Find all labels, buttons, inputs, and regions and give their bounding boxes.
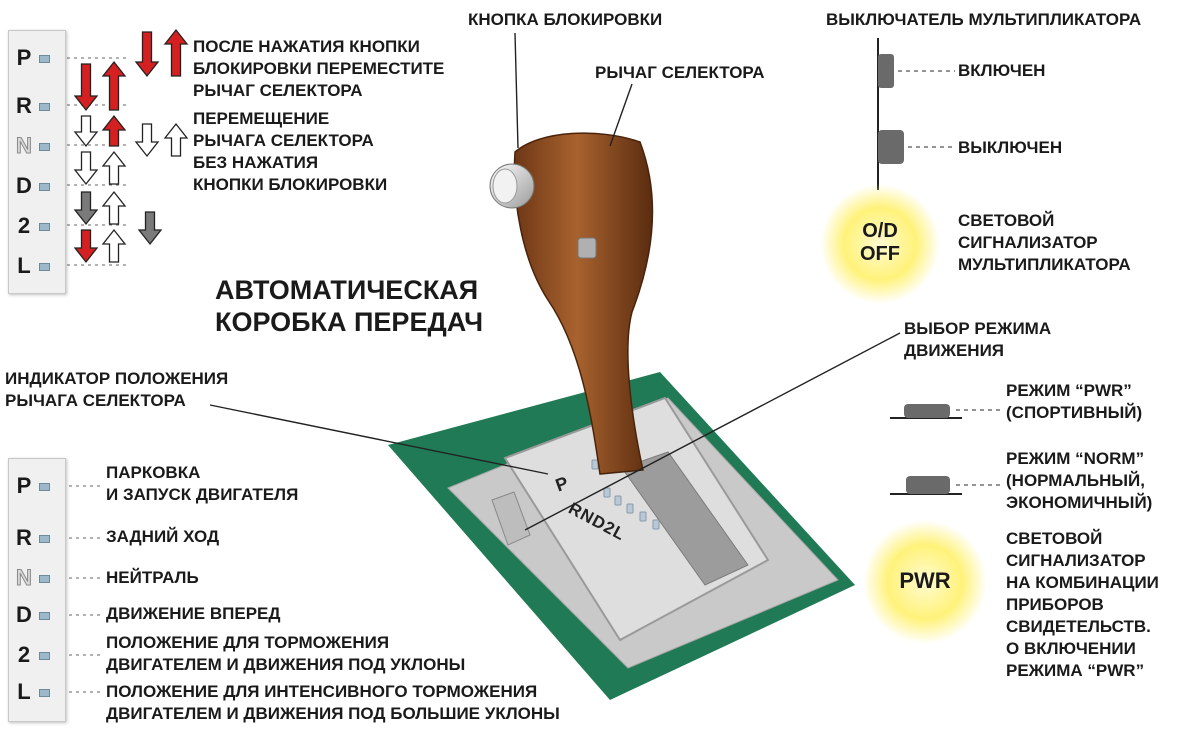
gear-panel-top: P R N D 2 L <box>8 30 66 294</box>
gear-indicator-icon <box>39 183 50 192</box>
arrow-up-outline-icon <box>101 190 127 225</box>
gear-p: P <box>9 45 53 71</box>
gear-indicator-icon <box>39 103 50 112</box>
od-lamp-line1: O/D <box>862 220 898 242</box>
arrow-up-red-icon <box>163 28 189 77</box>
arrow-down-outline-icon <box>73 151 99 186</box>
label-selector-lever: РЫЧАГ СЕЛЕКТОРА <box>595 63 765 82</box>
od-switch-on <box>878 54 894 88</box>
arrow-down-grey-icon <box>137 211 163 246</box>
selector-lever <box>513 132 654 475</box>
gear-indicator-icon <box>39 535 50 544</box>
pwr-lamp: PWR <box>899 568 951 593</box>
label-od-lamp: СВЕТОВОЙ СИГНАЛИЗАТОР МУЛЬТИПЛИКАТОРА <box>958 211 1131 274</box>
gear-r: R <box>9 93 53 119</box>
arrow-up-outline-icon <box>163 122 189 157</box>
arrow-down-grey-icon <box>73 191 99 226</box>
arrow-down-red-icon <box>134 31 160 78</box>
gear-indicator-icon <box>39 143 50 152</box>
legend-second: ПОЛОЖЕНИЕ ДЛЯ ТОРМОЖЕНИЯ ДВИГАТЕЛЕМ И ДВ… <box>106 633 466 674</box>
legend-drive: ДВИЖЕНИЕ ВПЕРЕД <box>106 604 281 623</box>
gear-indicator-icon <box>39 263 50 272</box>
label-od-switch: ВЫКЛЮЧАТЕЛЬ МУЛЬТИПЛИКАТОРА <box>826 10 1142 29</box>
label-od-off: ВЫКЛЮЧЕН <box>958 138 1063 157</box>
note-no-press: ПЕРЕМЕЩЕНИЕ РЫЧАГА СЕЛЕКТОРА БЕЗ НАЖАТИЯ… <box>193 109 388 194</box>
shift-arrows <box>73 28 189 264</box>
pwr-mode-button <box>904 404 950 418</box>
legend-gear-d: D <box>9 602 53 628</box>
gear-d: D <box>9 173 53 199</box>
legend-neutral: НЕЙТРАЛЬ <box>106 568 199 587</box>
arrow-down-outline-icon <box>134 123 160 158</box>
gear-indicator-icon <box>39 575 50 584</box>
diagram-title: АВТОМАТИЧЕСКАЯ КОРОБКА ПЕРЕДАЧ <box>215 275 484 337</box>
legend-gear-n: N <box>9 565 53 591</box>
gear-indicator-icon <box>39 689 50 698</box>
od-lamp-glow <box>820 184 940 304</box>
gear-indicator-icon <box>39 223 50 232</box>
legend-reverse: ЗАДНИЙ ХОД <box>106 527 220 546</box>
arrow-up-red-icon <box>101 114 127 147</box>
label-drive-mode: ВЫБОР РЕЖИМА ДВИЖЕНИЯ <box>904 319 1052 360</box>
legend-park: ПАРКОВКА И ЗАПУСК ДВИГАТЕЛЯ <box>106 463 299 504</box>
legend-guides <box>62 485 102 693</box>
gear-indicator-icon <box>39 612 50 621</box>
legend-gear-r: R <box>9 525 53 551</box>
label-pwr-lamp: СВЕТОВОЙ СИГНАЛИЗАТОР НА КОМБИНАЦИИ ПРИБ… <box>1006 529 1159 680</box>
arrow-up-red-icon <box>101 60 127 111</box>
label-lock-button: КНОПКА БЛОКИРОВКИ <box>468 10 663 29</box>
od-switch-off <box>878 130 904 164</box>
shift-gate <box>621 451 749 586</box>
side-switch <box>491 491 531 546</box>
gear-2: 2 <box>9 213 53 239</box>
legend-gear-2: 2 <box>9 642 53 668</box>
legend-gear-l: L <box>9 679 53 705</box>
lever-side-button <box>577 237 597 259</box>
arrow-up-outline-icon <box>101 228 127 263</box>
plate-indicator-dots <box>591 459 660 530</box>
legend-low: ПОЛОЖЕНИЕ ДЛЯ ИНТЕНСИВНОГО ТОРМОЖЕНИЯ ДВ… <box>106 682 560 723</box>
arrow-up-outline-icon <box>101 150 127 185</box>
label-position-indicator: ИНДИКАТОР ПОЛОЖЕНИЯ РЫЧАГА СЕЛЕКТОРА <box>5 369 229 410</box>
gear-panel-legend: P R N D 2 L <box>8 458 66 722</box>
gear-indicator-icon <box>39 55 50 64</box>
arrow-down-red-icon <box>73 229 99 264</box>
gear-n: N <box>9 133 53 159</box>
legend-gear-p: P <box>9 473 53 499</box>
od-off-lamp: O/D OFF <box>848 220 912 266</box>
od-lamp-line2: OFF <box>860 243 900 265</box>
label-od-on: ВКЛЮЧЕН <box>958 61 1046 80</box>
gear-indicator-icon <box>39 483 50 492</box>
note-lock-press: ПОСЛЕ НАЖАТИЯ КНОПКИ БЛОКИРОВКИ ПЕРЕМЕСТ… <box>193 37 445 100</box>
gear-indicator-icon <box>39 652 50 661</box>
norm-mode-button <box>906 476 950 494</box>
arrow-down-red-icon <box>73 63 99 112</box>
arrow-down-outline-icon <box>73 115 99 148</box>
gear-l: L <box>9 253 53 279</box>
leader-lines <box>209 32 901 531</box>
label-norm-mode: РЕЖИМ “NORM” (НОРМАЛЬНЫЙ, ЭКОНОМИЧНЫЙ) <box>1006 449 1153 512</box>
pwr-lamp-glow <box>863 520 987 644</box>
label-pwr-mode: РЕЖИМ “PWR” (СПОРТИВНЫЙ) <box>1006 381 1143 422</box>
